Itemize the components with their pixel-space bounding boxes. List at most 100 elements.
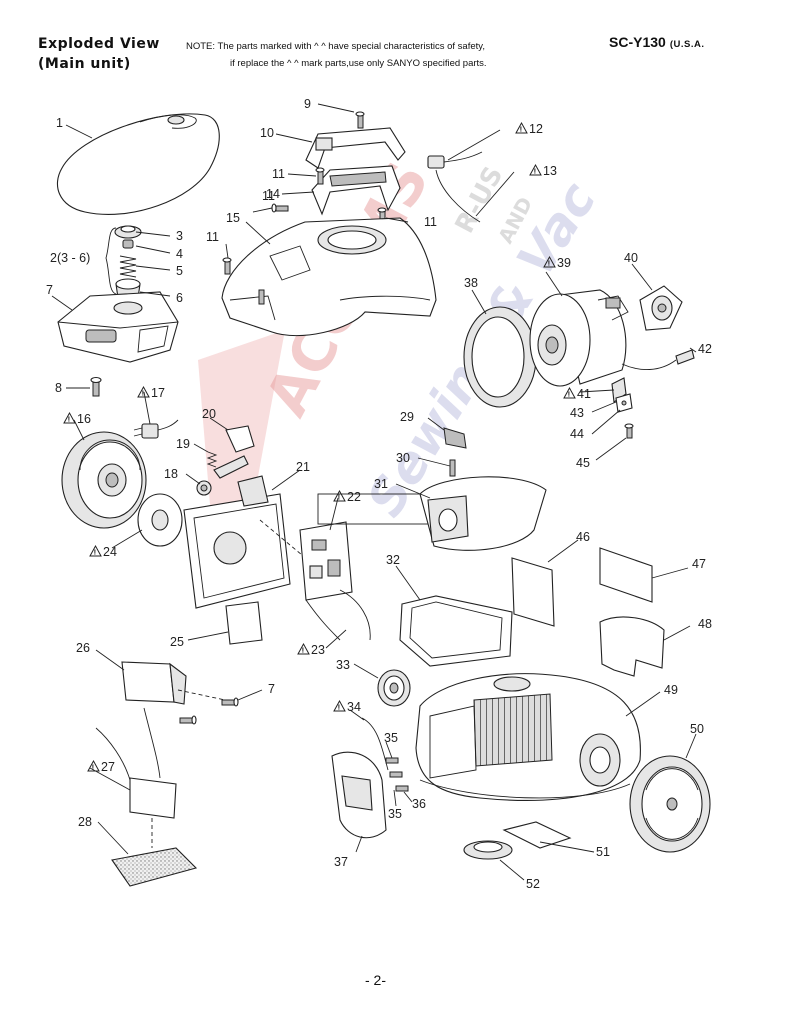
safety-exclamation: !	[568, 392, 570, 399]
part-number: 5	[176, 264, 183, 278]
part-label-6: 6	[176, 291, 183, 305]
part-label-37: 37	[334, 855, 348, 869]
safety-warning-icon	[297, 642, 310, 655]
part-label-29: 29	[400, 410, 414, 424]
part-number: 2(3 - 6)	[50, 251, 90, 265]
part-number: 50	[690, 722, 704, 736]
part-label-41: ! 41	[563, 386, 591, 401]
safety-warning-icon	[63, 411, 76, 424]
part-28-filter-pad	[111, 847, 198, 887]
part-15-upper-body	[221, 217, 437, 337]
model-region: (U.S.A.	[669, 39, 705, 50]
part-label-38: 38	[464, 276, 478, 290]
part-label-34: !34	[333, 699, 361, 714]
part-number: 31	[374, 477, 388, 491]
safety-exclamation: !	[520, 127, 522, 134]
part-label-36: 36	[412, 797, 426, 811]
part-number: 30	[396, 451, 410, 465]
part-number: 16	[77, 412, 91, 426]
part-number: 37	[334, 855, 348, 869]
part-number: 11	[272, 167, 285, 181]
part-number: 20	[202, 407, 216, 421]
part-label-46: 46	[576, 530, 590, 544]
part-number: 25	[170, 635, 184, 649]
part-label-30: 30	[396, 451, 410, 465]
part-number: 7	[268, 682, 275, 696]
part-number: 28	[78, 815, 92, 829]
part-26-switch-box	[121, 661, 226, 705]
part-label-15: 15	[226, 211, 240, 225]
part-label-4: 4	[176, 247, 183, 261]
safety-warning-icon	[333, 489, 346, 502]
part-label-2: 2(3 - 6)	[50, 251, 90, 265]
title-line-1: Exploded View	[38, 36, 160, 52]
part-number: 49	[664, 683, 678, 697]
part-number: 11	[424, 215, 437, 229]
parts-18-20-brake	[196, 425, 255, 496]
part-label-7b: 7	[268, 682, 275, 696]
part-label-48: 48	[698, 617, 712, 631]
safety-warning-icon	[333, 699, 346, 712]
part-number: 42	[698, 342, 712, 356]
part-number: 44	[570, 427, 584, 441]
part-number: 32	[386, 553, 400, 567]
part-label-21: 21	[296, 460, 310, 474]
safety-exclamation: !	[302, 648, 304, 655]
part-number: 1	[56, 116, 63, 130]
part-49-main-body	[415, 673, 641, 801]
part-38-ring	[463, 306, 537, 408]
part-label-47: 47	[692, 557, 706, 571]
part-label-50: 50	[690, 722, 704, 736]
part-label-42: 42	[698, 342, 712, 356]
part-number: 33	[336, 658, 350, 672]
part-number: 38	[464, 276, 478, 290]
part-12-13-connector	[427, 151, 483, 223]
part-number: 46	[576, 530, 590, 544]
part-number: 35	[384, 731, 398, 745]
part-label-9: 9	[304, 97, 311, 111]
part-number: 41	[577, 387, 591, 401]
part-label-35a: 35	[384, 731, 398, 745]
part-8-screw	[90, 376, 102, 397]
safety-exclamation: !	[338, 495, 340, 502]
part-label-26: 26	[76, 641, 90, 655]
part-number: 40	[624, 251, 638, 265]
page-number: - 2-	[365, 972, 386, 988]
part-label-31: 31	[374, 477, 388, 491]
part-label-22: !22	[333, 489, 361, 504]
part-label-10: 10	[260, 126, 274, 140]
part-label-18: 18	[164, 467, 178, 481]
part-25-sheet	[225, 601, 263, 645]
part-label-44: 44	[570, 427, 584, 441]
part-label-51: 51	[596, 845, 610, 859]
part-number: 11	[262, 189, 275, 203]
safety-warning-icon	[137, 385, 150, 398]
part-42-wire	[621, 349, 695, 370]
part-number: 45	[576, 456, 590, 470]
safety-warning-icon	[89, 544, 102, 557]
part-number: 11	[206, 230, 219, 244]
part-number: 17	[151, 386, 165, 400]
part-16-cord-reel	[61, 431, 147, 529]
part-label-24: !24	[89, 544, 117, 559]
filters-46-48	[511, 547, 665, 677]
part-40-bracket	[639, 285, 683, 331]
part-label-11c: 11	[424, 215, 437, 229]
part-label-13: !13	[529, 163, 557, 178]
part-label-23: !23	[297, 642, 325, 657]
part-label-40: 40	[624, 251, 638, 265]
part-number: 19	[176, 437, 190, 451]
part-number: 8	[55, 381, 62, 395]
part-17-plug	[133, 419, 179, 439]
part-number: 27	[101, 760, 115, 774]
safety-exclamation: !	[534, 169, 536, 176]
part-number: 18	[164, 467, 178, 481]
part-number: 35	[388, 807, 402, 821]
group-bracket	[105, 227, 117, 295]
safety-exclamation: !	[94, 550, 96, 557]
part-number: 7	[46, 283, 53, 297]
part-label-3: 3	[176, 229, 183, 243]
part-label-32: 32	[386, 553, 400, 567]
part-label-1: 1	[56, 116, 63, 130]
part-24-reel-cover	[137, 493, 183, 547]
